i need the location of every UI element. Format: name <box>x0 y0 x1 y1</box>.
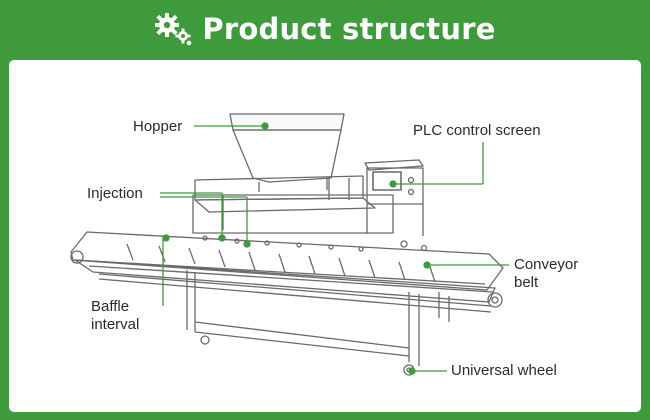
machine-diagram <box>70 113 509 376</box>
label-conveyor-belt: Conveyor belt <box>514 256 578 292</box>
machine-frame <box>186 270 450 376</box>
label-universal-wheel: Universal wheel <box>451 362 557 379</box>
label-baffle-line2: interval <box>91 316 140 333</box>
label-plc-control-screen: PLC control screen <box>413 122 541 139</box>
machine-body <box>192 175 394 234</box>
leader-lines <box>160 122 509 375</box>
page-title: Product structure <box>202 12 496 46</box>
diagram-panel: Hopper PLC control screen Injection Conv… <box>9 60 641 412</box>
label-injection: Injection <box>87 185 143 202</box>
label-conveyor-line1: Conveyor <box>514 256 579 273</box>
gears-icon <box>154 12 192 46</box>
label-baffle-interval: Baffle interval <box>91 298 139 334</box>
label-conveyor-line2: belt <box>514 274 539 291</box>
header: Product structure <box>0 0 650 58</box>
conveyor-shape <box>70 231 504 313</box>
label-baffle-line1: Baffle <box>91 298 130 315</box>
label-hopper: Hopper <box>133 118 183 135</box>
plc-box <box>364 159 424 236</box>
